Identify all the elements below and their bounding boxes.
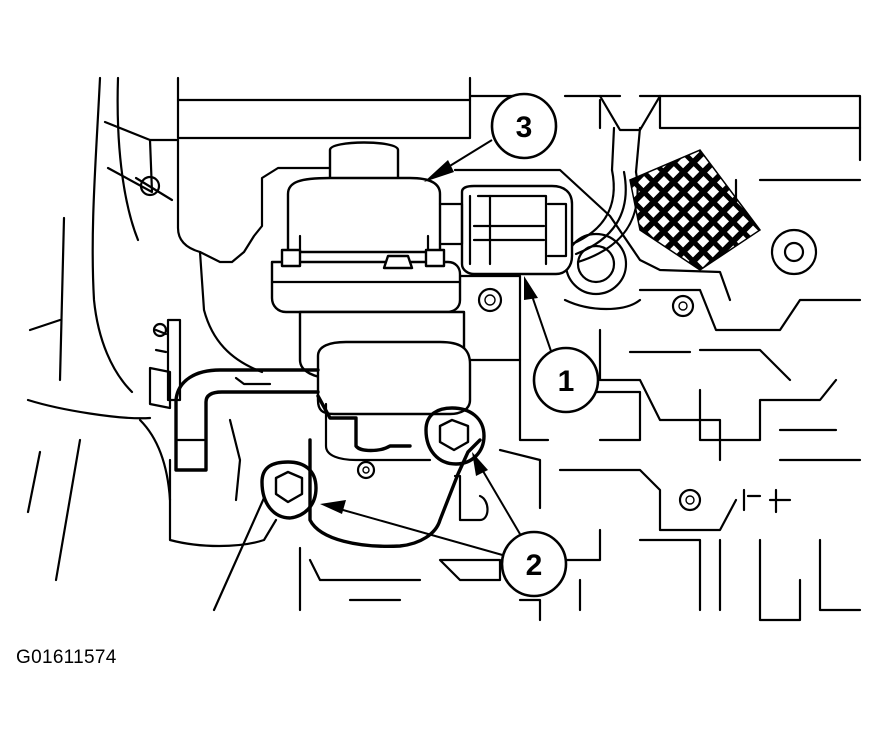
callout-3-label: 3: [516, 111, 533, 144]
figure-code: G01611574: [16, 647, 117, 668]
bolt-right: [424, 406, 486, 466]
callout-1: 1: [524, 276, 600, 414]
callout-2: 2: [320, 452, 568, 598]
egr-valve: [174, 141, 482, 548]
callout-1-label: 1: [558, 365, 575, 398]
callout-2-label: 2: [526, 549, 543, 582]
wire-harness: [570, 94, 762, 271]
engine-background: [26, 76, 862, 622]
callout-3: 3: [424, 92, 558, 182]
bolt-left: [260, 460, 318, 520]
electrical-connector: [438, 184, 574, 276]
